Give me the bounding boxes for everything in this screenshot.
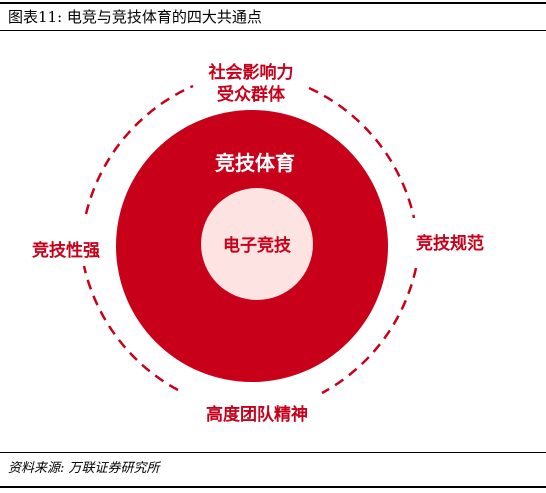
inner-circle xyxy=(201,188,313,300)
ring-label-left: 竞技性强 xyxy=(32,240,100,261)
figure-title: 图表11: 电竞与竞技体育的四大共通点 xyxy=(8,8,262,26)
ring-arc-top-right xyxy=(308,86,416,219)
ring-arc-bottom-left xyxy=(82,265,179,392)
ring-arc-top-left xyxy=(84,84,194,215)
title-underline xyxy=(0,30,546,31)
ring-label-bottom: 高度团队精神 xyxy=(206,404,308,425)
ring-label-right: 竞技规范 xyxy=(416,233,484,254)
ring-label-top-line2: 受众群体 xyxy=(217,84,286,105)
top-rule xyxy=(0,2,546,4)
dashed-ring xyxy=(82,84,418,395)
ring-arc-bottom-right xyxy=(321,267,418,395)
diagram: 竞技体育 电子竞技 社会影响力 受众群体 竞技性强 竞技规范 高度团队精神 xyxy=(32,62,484,425)
outer-circle-label: 竞技体育 xyxy=(215,151,295,175)
bottom-rule xyxy=(0,486,546,488)
inner-circle-label: 电子竞技 xyxy=(223,235,292,256)
ring-label-top-line1: 社会影响力 xyxy=(208,62,294,83)
source-note: 资料来源: 万联证券研究所 xyxy=(8,461,160,476)
source-rule xyxy=(0,452,546,453)
